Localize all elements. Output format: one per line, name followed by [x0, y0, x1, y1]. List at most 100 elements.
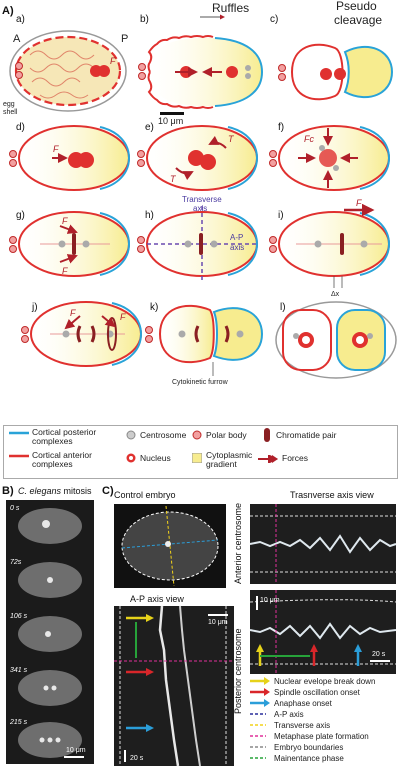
svg-text:F: F	[53, 144, 59, 154]
panel-c-legend-arrowhead	[264, 688, 270, 696]
ap-axis-label: A-P	[230, 233, 243, 242]
subpanel-e-label: e)	[145, 122, 154, 133]
svg-text:Fc: Fc	[304, 134, 314, 144]
svg-text:Δx: Δx	[331, 291, 340, 298]
legend-chromatide-pair: Chromatide pair	[276, 430, 337, 440]
frame-215: 215 s	[9, 719, 82, 758]
panel-b-tag: B)	[2, 485, 14, 497]
subpanel-h-label: h)	[145, 210, 154, 221]
subpanel-l-label: l)	[280, 302, 286, 313]
gradient-icon	[192, 453, 202, 463]
subpanel-f: f) Fc	[269, 122, 391, 191]
subpanel-f-label: f)	[278, 122, 284, 133]
tv-scale-10um: 10 μm	[260, 597, 280, 604]
legend-centrosome: Centrosome	[140, 430, 187, 440]
subpanel-k: k) Cytokinetic furrow	[145, 302, 264, 386]
svg-text:341 s: 341 s	[10, 667, 28, 674]
svg-text:215 s: 215 s	[9, 719, 28, 726]
subpanel-g-label: g)	[16, 210, 25, 221]
chromatide-icon	[264, 428, 270, 442]
subpanel-l: l)	[275, 301, 397, 379]
panel-c-legend-label: Spindle oscillation onset	[274, 688, 361, 697]
panel-a-tag: A)	[2, 5, 14, 17]
subpanel-i-label: i)	[278, 210, 284, 221]
svg-text:T: T	[170, 174, 177, 184]
anterior-label: A	[13, 33, 21, 45]
egg-shell-label: egg	[3, 101, 15, 108]
svg-text:axis: axis	[193, 204, 207, 213]
panel-c-legend-arrowhead	[264, 677, 270, 685]
cytokinetic-furrow-label: Cytokinetic furrow	[172, 379, 229, 386]
scale-bar-a: 10 μm	[158, 116, 183, 126]
svg-text:cleavage: cleavage	[334, 13, 382, 27]
anterior-centrosome-label: Anterior centrosome	[233, 503, 243, 584]
ap-scale-10um: 10 μm	[208, 619, 228, 626]
panel-c-tag: C)	[102, 485, 114, 497]
legend-forces: Forces	[282, 453, 308, 463]
anterior-line-icon	[9, 454, 29, 458]
subpanel-j-label: j)	[31, 302, 38, 313]
transverse-axis-label: Transverse	[182, 195, 222, 204]
subpanel-b-label: b)	[140, 14, 149, 25]
posterior-line-icon	[9, 431, 29, 435]
subpanel-b: b) Ruffles 10 μm	[138, 1, 264, 126]
subpanel-e: e) T T	[137, 122, 259, 191]
frame-0: 0 s	[10, 505, 82, 544]
svg-text:F: F	[120, 312, 126, 322]
svg-text:F: F	[62, 216, 68, 226]
svg-text:0 s: 0 s	[10, 505, 20, 512]
legend-polar-body: Polar body	[206, 430, 247, 440]
svg-text:axis: axis	[230, 243, 244, 252]
posterior-centrosome-label: Posterior centrosome	[233, 628, 243, 714]
polar-body-icon	[192, 430, 202, 440]
subpanel-c: c) Pseudo cleavage	[270, 0, 394, 101]
panel-c: C) Control embryo Trasnverse axis view A…	[102, 485, 397, 767]
subpanel-h: h) Transverse axis A-P axis	[137, 195, 259, 282]
subpanel-d: d) F	[9, 122, 131, 191]
panel-c-legend-label: Mainentance phase	[274, 754, 344, 763]
control-embryo-label: Control embryo	[114, 490, 176, 500]
svg-text:106 s: 106 s	[10, 613, 28, 620]
frame-341: 341 s	[10, 667, 82, 706]
panel-c-legend-label: Transverse axis	[274, 721, 330, 730]
legend-nucleus: Nucleus	[140, 453, 171, 463]
panel-a-diagram: A) a) A P egg shell F b) Ruffles 10 μm c…	[2, 0, 397, 386]
forces-arrow-icon	[258, 455, 278, 463]
svg-text:F: F	[356, 198, 362, 208]
centrosome-icon	[126, 430, 136, 440]
force-f-a: F	[110, 56, 116, 66]
frame-106: 106 s	[10, 613, 82, 652]
frame-72: 72s	[10, 559, 82, 598]
svg-text:shell: shell	[3, 109, 18, 116]
pseudo-cleavage-label: Pseudo	[336, 0, 377, 13]
panel-c-legend-label: Metaphase plate formation	[274, 732, 369, 741]
subpanel-a: a) A P egg shell F	[3, 14, 128, 116]
svg-text:F: F	[62, 266, 68, 276]
svg-text:F: F	[70, 308, 76, 318]
subpanel-c-label: c)	[270, 14, 278, 25]
panel-c-legend-label: Anaphase onset	[274, 699, 333, 708]
subpanel-d-label: d)	[16, 122, 25, 133]
subpanel-i: i) Δx F	[269, 198, 391, 298]
ap-view-label: A-P axis view	[130, 594, 184, 604]
panel-c-legend-label: Embryo boundaries	[274, 743, 343, 752]
subpanel-k-label: k)	[150, 302, 158, 313]
subpanel-g: g) F F	[9, 210, 131, 277]
ap-scale-20s: 20 s	[130, 755, 144, 762]
nucleus-icon	[126, 453, 136, 463]
svg-text:72s: 72s	[10, 559, 22, 566]
panel-b-title: C. elegans mitosis	[18, 486, 92, 496]
panel-b-scale: 10 μm	[66, 747, 86, 754]
panel-c-legend-label: A-P axis	[274, 710, 304, 719]
panel-c-legend-arrowhead	[264, 699, 270, 707]
svg-text:T: T	[228, 134, 235, 144]
transverse-view-label: Trasnverse axis view	[290, 490, 374, 500]
subpanel-a-label: a)	[16, 14, 25, 25]
subpanel-j: j) F F	[21, 301, 143, 367]
posterior-label: P	[121, 33, 128, 45]
